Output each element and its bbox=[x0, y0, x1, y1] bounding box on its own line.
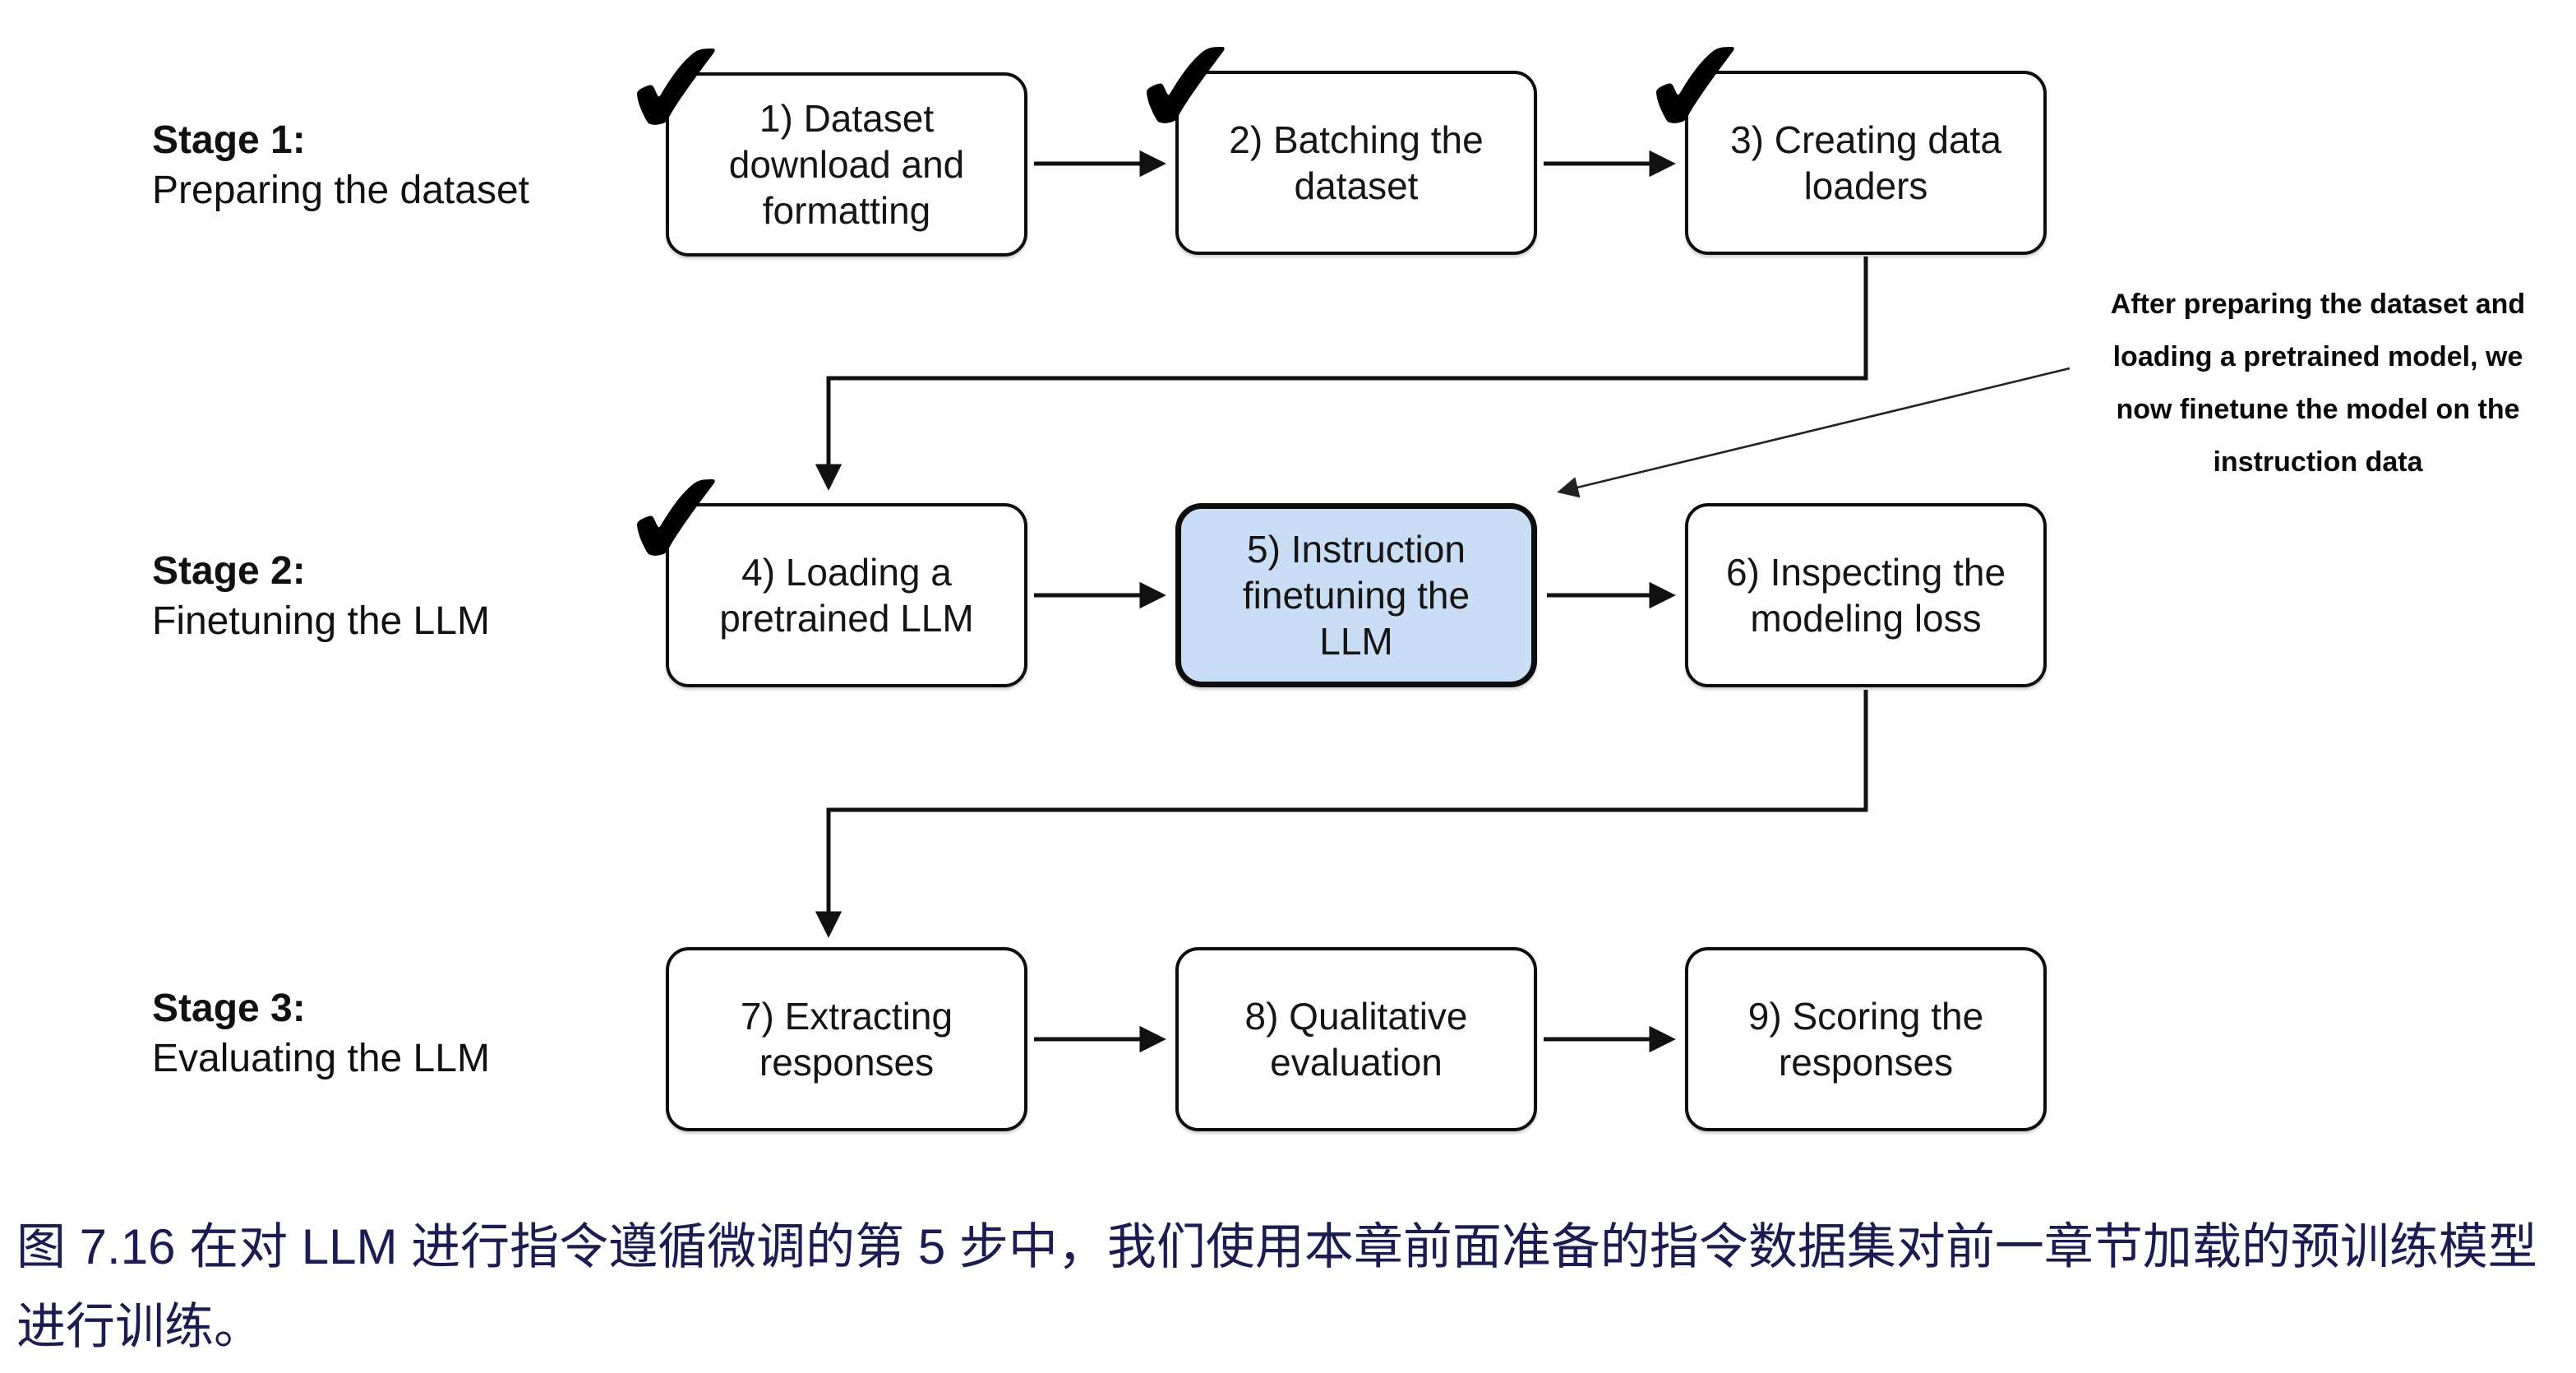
step-1-box: ✔ 1) Dataset download and formatting bbox=[616, 8, 1027, 257]
stage-3-subtitle: Evaluating the LLM bbox=[152, 1037, 490, 1080]
step-1-label: 1) Dataset download and formatting bbox=[728, 97, 965, 232]
annotation-line: After preparing the dataset and bbox=[2110, 289, 2526, 320]
annotation-line: now finetune the model on the bbox=[2116, 394, 2520, 425]
stage-2-label: Stage 2: Finetuning the LLM bbox=[152, 546, 490, 646]
step-2-label: 2) Batching the dataset bbox=[1229, 118, 1484, 207]
step-4-label: 4) Loading a pretrained LLM bbox=[719, 551, 974, 640]
step-6-box: 6) Inspecting the modeling loss bbox=[1685, 503, 2047, 687]
step-7-label: 7) Extracting responses bbox=[740, 995, 953, 1084]
elbow-step3-step4 bbox=[815, 257, 1868, 491]
step-8-box: 8) Qualitative evaluation bbox=[1175, 947, 1537, 1131]
elbow-step6-step7 bbox=[815, 690, 1868, 938]
step-3-label: 3) Creating data loaders bbox=[1730, 118, 2001, 207]
annotation-line: loading a pretrained model, we bbox=[2112, 341, 2523, 372]
annotation-note: After preparing the dataset and loading … bbox=[2059, 278, 2576, 488]
stage-1-title: Stage 1: bbox=[152, 118, 306, 162]
step-5-box-highlighted: 5) Instruction finetuning the LLM bbox=[1175, 503, 1537, 687]
figure-caption: 图 7.16 在对 LLM 进行指令遵循微调的第 5 步中，我们使用本章前面准备… bbox=[16, 1219, 2537, 1354]
stage-1-label: Stage 1: Preparing the dataset bbox=[152, 115, 529, 215]
stage-3-label: Stage 3: Evaluating the LLM bbox=[152, 983, 490, 1084]
stage-2-title: Stage 2: bbox=[152, 549, 306, 593]
step-8-label: 8) Qualitative evaluation bbox=[1244, 995, 1468, 1084]
stage-1-subtitle: Preparing the dataset bbox=[152, 169, 529, 212]
step-9-box: 9) Scoring the responses bbox=[1685, 947, 2047, 1131]
step-3-box: ✔ 3) Creating data loaders bbox=[1636, 7, 2047, 255]
step-6-label: 6) Inspecting the modeling loss bbox=[1725, 551, 2006, 640]
step-5-label: 5) Instruction finetuning the LLM bbox=[1242, 528, 1470, 663]
stage-3-title: Stage 3: bbox=[152, 987, 306, 1030]
step-9-label: 9) Scoring the responses bbox=[1747, 995, 1984, 1084]
stage-2-subtitle: Finetuning the LLM bbox=[152, 599, 490, 643]
step-7-box: 7) Extracting responses bbox=[666, 947, 1027, 1131]
arrow-annotation-step5 bbox=[1557, 367, 2070, 498]
step-4-box: ✔ 4) Loading a pretrained LLM bbox=[616, 439, 1027, 687]
step-2-box: ✔ 2) Batching the dataset bbox=[1126, 7, 1537, 255]
annotation-line: instruction data bbox=[2213, 446, 2423, 478]
